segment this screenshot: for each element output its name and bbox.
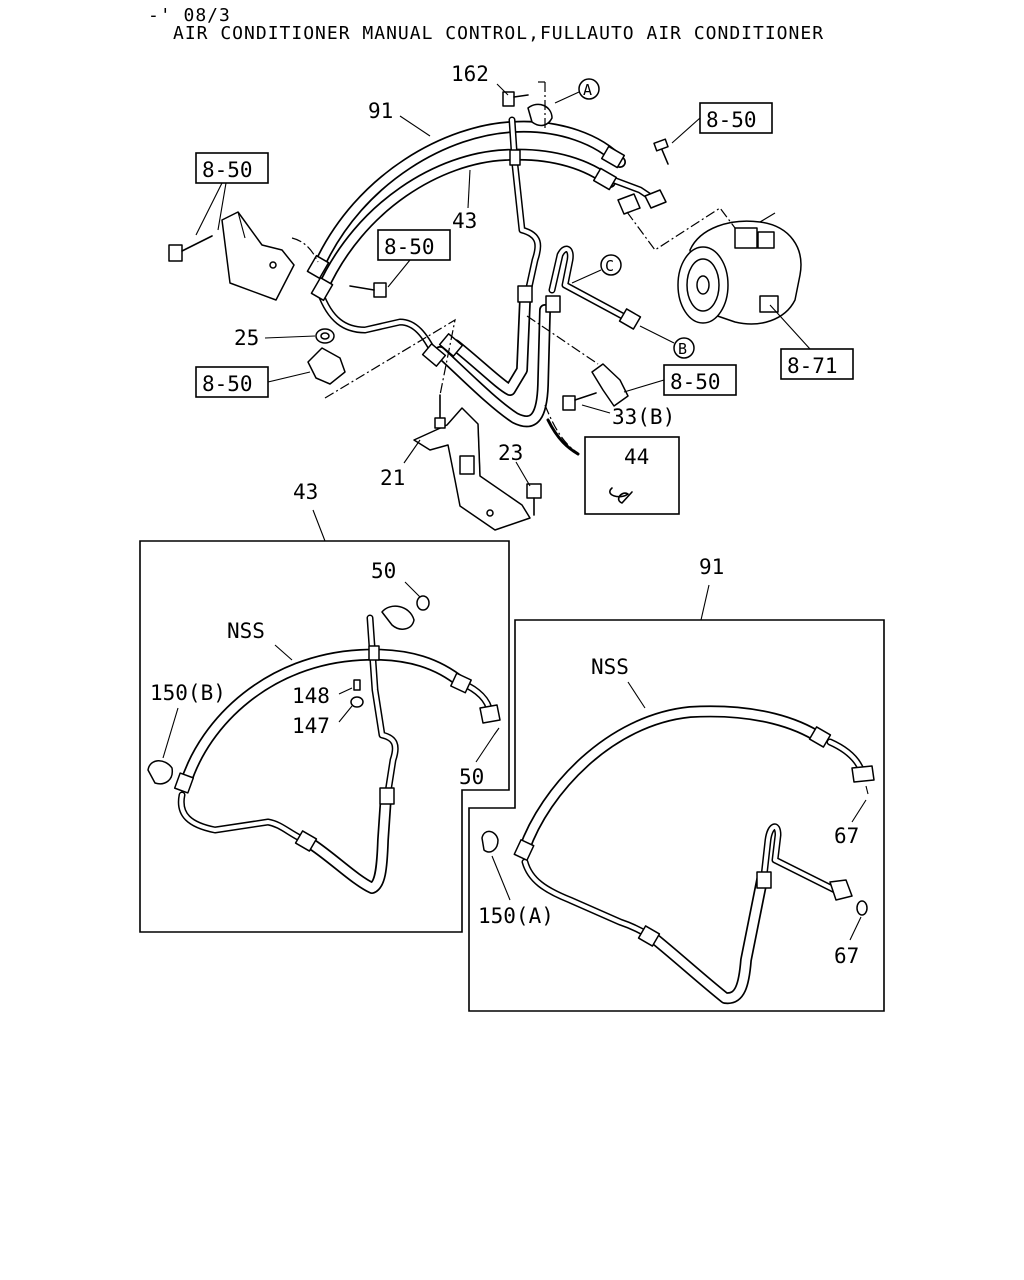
label-44: 44 [624, 445, 649, 469]
ref-8-50-left: 8-50 [195, 152, 269, 236]
header-title: AIR CONDITIONER MANUAL CONTROL,FULLAUTO … [173, 23, 824, 44]
clip-44 [609, 487, 633, 504]
label-33b: 33(B) [612, 405, 675, 429]
circle-b: B [639, 325, 695, 359]
inset-43-label-50-top: 50 [371, 559, 396, 583]
ref-8-50-top-right: 8-50 [671, 102, 773, 144]
svg-text:8-50: 8-50 [202, 158, 253, 182]
bracket-left [221, 211, 295, 301]
bolt-mid [349, 282, 387, 298]
inset-43-label-50-bottom: 50 [459, 765, 484, 789]
compressor [677, 212, 802, 325]
label-25: 25 [234, 326, 259, 350]
svg-text:C: C [605, 257, 614, 275]
svg-text:8-50: 8-50 [202, 372, 253, 396]
circle-a: A [554, 78, 600, 104]
bolt-upper-right [653, 138, 669, 165]
ref-8-50-lower-right: 8-50 [623, 364, 737, 396]
inset-91-label-nss: NSS [591, 655, 629, 679]
inset-43-label-148: 148 [292, 684, 330, 708]
inset-43: 43 50 NSS 150(B) 148 147 50 [139, 480, 510, 933]
header-date: -' 08/3 [148, 5, 231, 26]
bolt-23 [526, 483, 542, 516]
label-91: 91 [368, 99, 393, 123]
svg-text:B: B [678, 340, 687, 358]
bolt-left-bracket [168, 235, 213, 262]
svg-text:8-71: 8-71 [787, 354, 838, 378]
inset-91-label-67-bottom: 67 [834, 944, 859, 968]
clamp-bracket-left [307, 347, 346, 385]
svg-text:8-50: 8-50 [670, 370, 721, 394]
inset-91-label-67-top: 67 [834, 824, 859, 848]
bolt-33b [562, 392, 597, 411]
nut-25 [315, 328, 335, 344]
inset-43-title: 43 [293, 480, 318, 504]
label-21: 21 [380, 466, 405, 490]
inset-43-label-nss: NSS [227, 619, 265, 643]
inset-91: 91 NSS 67 150(A) 67 [468, 555, 885, 1012]
svg-text:8-50: 8-50 [706, 108, 757, 132]
svg-text:8-50: 8-50 [384, 235, 435, 259]
ref-8-50-mid: 8-50 [377, 229, 451, 288]
inset-91-label-150a: 150(A) [478, 904, 554, 928]
ref-8-71: 8-71 [769, 304, 854, 380]
clamp-bracket-right [591, 363, 629, 407]
label-23: 23 [498, 441, 523, 465]
bolt-center [434, 394, 446, 429]
bolt-162 [502, 91, 529, 107]
label-162: 162 [451, 62, 489, 86]
inset-43-label-150b: 150(B) [150, 681, 226, 705]
svg-text:A: A [583, 81, 592, 99]
pipe-left-lower [316, 288, 439, 359]
inset-91-title: 91 [699, 555, 724, 579]
label-43: 43 [452, 209, 477, 233]
ref-8-50-lower-left: 8-50 [195, 366, 311, 398]
part-44-box [584, 436, 680, 515]
circle-c: C [571, 254, 622, 284]
inset-43-label-147: 147 [292, 714, 330, 738]
